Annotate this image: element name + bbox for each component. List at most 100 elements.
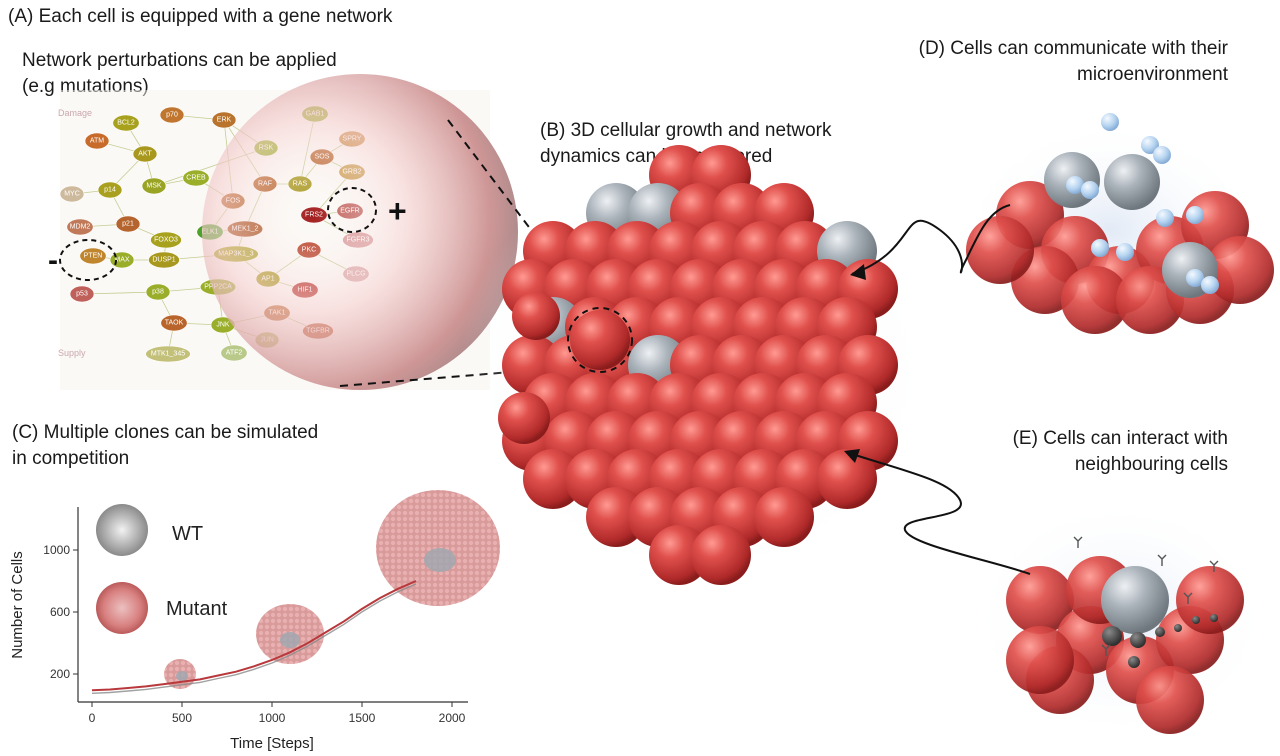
microenv-wt-cell — [1104, 154, 1160, 210]
tumour-cell — [649, 525, 709, 585]
panel-a-subtitle-line1: Network perturbations can be applied — [22, 50, 337, 71]
gene-node-label: p21 — [122, 221, 134, 228]
arrow-e-head — [844, 449, 860, 463]
neighbour-wt-cell — [1101, 566, 1169, 634]
gene-node-label: p53 — [76, 291, 88, 298]
tumour-cell — [586, 487, 646, 547]
growth-line-mutant — [91, 580, 417, 692]
legend-wt-swatch — [96, 504, 148, 556]
panel-b-title-line1: (B) 3D cellular growth and network — [540, 120, 832, 141]
gene-node-label: ATM — [90, 138, 104, 145]
panel-d-title-line2: microenvironment — [1077, 64, 1228, 85]
panel-c-title-line2: in competition — [12, 448, 130, 469]
x-axis-title: Time [Steps] — [230, 735, 314, 752]
signal-molecule — [1186, 269, 1204, 287]
egfr-highlight-circle — [327, 187, 377, 233]
gene-node-label: MYC — [64, 191, 80, 198]
signal-molecule — [1141, 136, 1159, 154]
magnified-cell-sphere — [202, 74, 518, 390]
gene-node-akt: AKT — [132, 145, 158, 163]
selected-tumour-cell — [570, 310, 630, 370]
microenv-cell — [966, 216, 1034, 284]
y-axis-title: Number of Cells — [9, 551, 26, 659]
gene-node-msk: MSK — [141, 177, 167, 195]
ligand-particle — [1210, 614, 1218, 622]
panel-e-closeup — [1006, 536, 1244, 734]
gene-node-p14: p14 — [97, 181, 123, 199]
gene-node-myc: MYC — [59, 185, 85, 203]
network-faint-label-damage: Damage — [58, 108, 92, 118]
clone-large-wt-core — [424, 548, 456, 572]
signal-molecule — [1201, 276, 1219, 294]
signal-molecule — [1156, 209, 1174, 227]
receptor-icon — [1073, 536, 1083, 548]
ligand-particle — [1155, 627, 1165, 637]
gene-node-atm: ATM — [84, 132, 110, 150]
legend-wt-label: WT — [172, 523, 203, 545]
gene-node-taok: TAOK — [160, 314, 188, 332]
gene-node-label: AKT — [138, 151, 152, 158]
receptor-icon — [1209, 560, 1219, 572]
gene-node-p21: p21 — [115, 215, 141, 233]
gene-node-label: MDM2 — [70, 224, 91, 231]
gene-node-label: CREB — [186, 175, 206, 182]
gene-node-label: PTEN — [84, 253, 103, 260]
signal-molecule — [1153, 146, 1171, 164]
arrow-d-head — [850, 264, 866, 280]
gene-node-label: p14 — [104, 187, 116, 194]
minus-sign: - — [48, 244, 58, 277]
tumour-cell — [523, 449, 583, 509]
arrow-d — [851, 204, 1011, 275]
ligand-particle — [1130, 632, 1146, 648]
receptor-icon — [1183, 592, 1193, 604]
gene-node-mtk1_345: MTK1_345 — [145, 345, 191, 363]
clone-small-wt-core — [176, 671, 188, 681]
gene-node-p53: p53 — [69, 285, 95, 303]
arrow-e — [845, 451, 1031, 575]
panel-e-title-line1: (E) Cells can interact with — [1012, 428, 1228, 449]
gene-node-label: p38 — [152, 289, 164, 296]
gene-node-label: DUSP1 — [152, 257, 175, 264]
gene-node-mdm2: MDM2 — [66, 218, 94, 236]
growth-line-wt — [91, 583, 417, 694]
receptor-icon — [1157, 554, 1167, 566]
gene-node-label: TAOK — [165, 320, 184, 327]
gene-node-label: FOXO3 — [154, 237, 178, 244]
neighbour-cell — [1176, 566, 1244, 634]
gene-node-atf2: ATF2 — [220, 344, 248, 362]
ligand-particle — [1102, 626, 1122, 646]
gene-node-p70: p70 — [159, 106, 185, 124]
gene-node-foxo3: FOXO3 — [150, 231, 182, 249]
signal-molecule — [1116, 243, 1134, 261]
microenv-cell — [1206, 236, 1274, 304]
tumour-cell — [754, 487, 814, 547]
network-edge — [81, 291, 159, 295]
signal-molecule — [1081, 181, 1099, 199]
signal-molecule — [1186, 206, 1204, 224]
receptor-icon — [1101, 644, 1111, 656]
gene-node-label: MSK — [146, 183, 162, 190]
gene-node-creb: CREB — [182, 169, 210, 187]
y-tick-label: 600 — [50, 605, 70, 619]
y-tick-label: 1000 — [43, 543, 70, 557]
y-tick-label: 200 — [50, 667, 70, 681]
microenv-cell — [1061, 266, 1129, 334]
signal-molecule — [1091, 239, 1109, 257]
panel-a-title: (A) Each cell is equipped with a gene ne… — [8, 6, 393, 27]
gene-node-pten: PTEN — [79, 247, 107, 265]
panel-d-closeup — [966, 113, 1274, 334]
neighbour-cell — [1006, 566, 1074, 634]
gene-node-label: ATF2 — [226, 350, 243, 357]
tumour-cell — [512, 292, 560, 340]
pten-highlight-circle — [59, 239, 117, 281]
tumour-cell — [817, 449, 877, 509]
x-tick-label: 500 — [172, 711, 192, 725]
tumour-spheroid — [498, 145, 898, 585]
gene-node-label: MAX — [114, 257, 130, 264]
tumour-cell — [691, 525, 751, 585]
signal-molecule — [1066, 176, 1084, 194]
neighbour-cell — [1006, 626, 1074, 694]
gene-node-max: MAX — [109, 251, 135, 269]
network-faint-label-supply: Supply — [58, 348, 86, 358]
